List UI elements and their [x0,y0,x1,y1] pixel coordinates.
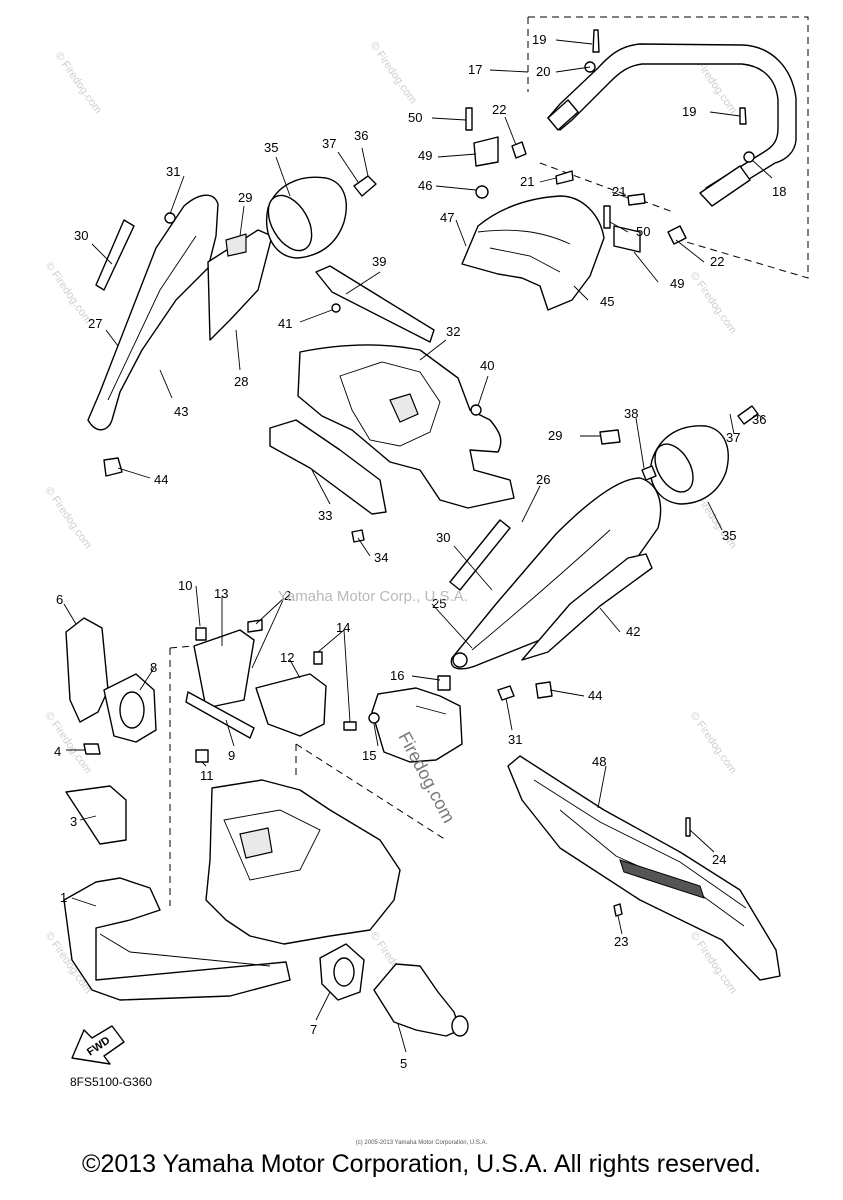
callout-12: 12 [280,650,294,665]
callout-50: 50 [636,224,650,239]
callout-42: 42 [626,624,640,639]
callout-46: 46 [418,178,432,193]
watermark-yamaha: Yamaha Motor Corp., U.S.A. [278,588,468,605]
front-bumper-48 [507,755,781,981]
callout-25: 25 [432,596,446,611]
callout-34: 34 [374,550,388,565]
callout-41: 41 [278,316,292,331]
callout-16: 16 [390,668,404,683]
callout-24: 24 [712,852,726,867]
callout-1: 1 [60,890,67,905]
callout-36: 36 [752,412,766,427]
callout-2: 2 [284,588,291,603]
footer: (c) 2005-2013 Yamaha Motor Corporation, … [0,1140,843,1200]
callout-3: 3 [70,814,77,829]
callout-22: 22 [492,102,506,117]
callout-21: 21 [612,184,626,199]
callout-19: 19 [682,104,696,119]
callout-15: 15 [362,748,376,763]
callout-43: 43 [174,404,188,419]
headlight-cover-35 [266,175,759,505]
callout-37: 37 [322,136,336,151]
callout-20: 20 [536,64,550,79]
callout-28: 28 [234,374,248,389]
callout-38: 38 [624,406,638,421]
callout-30: 30 [74,228,88,243]
callout-31: 31 [166,164,180,179]
callouts: 19 20 17 19 18 50 22 49 46 21 21 50 22 4… [54,32,786,1071]
callout-21: 21 [520,174,534,189]
callout-7: 7 [310,1022,317,1037]
callout-36: 36 [354,128,368,143]
watermark-tile: © Firedog.com [688,270,739,336]
callout-44: 44 [154,472,168,487]
callout-19: 19 [532,32,546,47]
callout-22: 22 [710,254,724,269]
callout-37: 37 [726,430,740,445]
watermark-tile: © Firedog.com [368,40,419,106]
callout-29: 29 [548,428,562,443]
callout-9: 9 [228,748,235,763]
callout-18: 18 [772,184,786,199]
leader-lines [63,39,773,1053]
lower-center-parts [319,943,469,1037]
callout-6: 6 [56,592,63,607]
callout-23: 23 [614,934,628,949]
callout-17: 17 [468,62,482,77]
fwd-arrow: FWD [71,1025,125,1065]
callout-31: 31 [508,732,522,747]
callout-35: 35 [264,140,278,155]
handle-bar-assembly [465,16,809,279]
callout-14: 14 [336,620,350,635]
left-side-cover [87,194,273,477]
callout-40: 40 [480,358,494,373]
callout-49: 49 [670,276,684,291]
diagram-code: 8FS5100-G360 [70,1075,152,1089]
callout-33: 33 [318,508,332,523]
lower-left-parts [63,617,291,1001]
callout-44: 44 [588,688,602,703]
callout-49: 49 [418,148,432,163]
watermark-tile: © Firedog.com [43,710,94,776]
grill-15 [368,675,463,763]
callout-47: 47 [440,210,454,225]
footer-small-note: (c) 2005-2013 Yamaha Motor Corporation, … [355,1140,488,1146]
callout-50: 50 [408,110,422,125]
callout-13: 13 [214,586,228,601]
callout-10: 10 [178,578,192,593]
callout-39: 39 [372,254,386,269]
callout-48: 48 [592,754,606,769]
callout-30: 30 [436,530,450,545]
cover-45 [461,195,605,311]
callout-11: 11 [200,768,214,783]
watermark-tile: © Firedog.com [53,50,104,116]
callout-5: 5 [400,1056,407,1071]
callout-26: 26 [536,472,550,487]
callout-8: 8 [150,660,157,675]
callout-32: 32 [446,324,460,339]
callout-35: 35 [722,528,736,543]
callout-29: 29 [238,190,252,205]
callout-4: 4 [54,744,61,759]
frame-assembly [169,619,447,945]
center-shroud-32 [269,265,515,543]
callout-27: 27 [88,316,102,331]
right-side-cover [449,477,662,701]
watermark-tile: © Firedog.com [688,710,739,776]
copyright-notice: ©2013 Yamaha Motor Corporation, U.S.A. A… [82,1150,761,1178]
watermark-tile: © Firedog.com [43,485,94,551]
callout-45: 45 [600,294,614,309]
watermark-tile: © Firedog.com [43,260,94,326]
